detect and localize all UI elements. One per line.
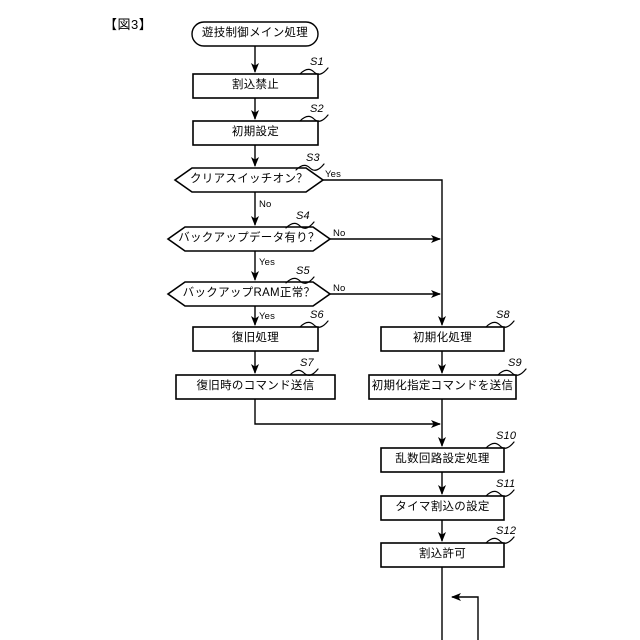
node-start-shape (191, 21, 319, 47)
step-label-S6: S6 (310, 309, 324, 321)
edge-label-S4-yes: Yes (259, 257, 276, 268)
step-label-S8: S8 (496, 309, 510, 321)
node-S1-shape (192, 73, 319, 99)
step-label-S10: S10 (496, 430, 517, 442)
node-S12-shape (380, 542, 505, 568)
node-S2-shape (192, 120, 319, 146)
step-label-S7: S7 (300, 357, 314, 369)
edge-S7-to-merge (254, 399, 441, 428)
node-S6-shape (192, 326, 319, 352)
node-S9-shape (368, 374, 517, 400)
node-S11-shape (380, 495, 505, 521)
step-label-S9: S9 (508, 357, 522, 369)
step-label-S2: S2 (310, 103, 324, 115)
node-S4-shape (166, 226, 332, 252)
edge-label-S5-no: No (333, 283, 346, 294)
step-label-S1: S1 (310, 56, 324, 68)
figure-number-label: 【図3】 (104, 17, 153, 32)
node-S3-shape (173, 167, 325, 193)
node-S10-shape (380, 447, 505, 473)
edge-label-S5-yes: Yes (259, 311, 276, 322)
node-S7-shape (175, 374, 336, 400)
edge-loop-back (451, 593, 479, 640)
edge-label-S4-no: No (333, 228, 346, 239)
edge-S3-yes-to-trunk (323, 179, 446, 326)
step-label-S12: S12 (496, 525, 517, 537)
edge-label-S3-yes: Yes (325, 169, 342, 180)
step-label-S3: S3 (306, 152, 320, 164)
step-label-S4: S4 (296, 210, 310, 222)
edge-label-S3-no: No (259, 199, 272, 210)
step-label-S11: S11 (496, 478, 516, 490)
node-S5-shape (166, 281, 332, 307)
node-S8-shape (380, 326, 505, 352)
step-label-S5: S5 (296, 265, 310, 277)
